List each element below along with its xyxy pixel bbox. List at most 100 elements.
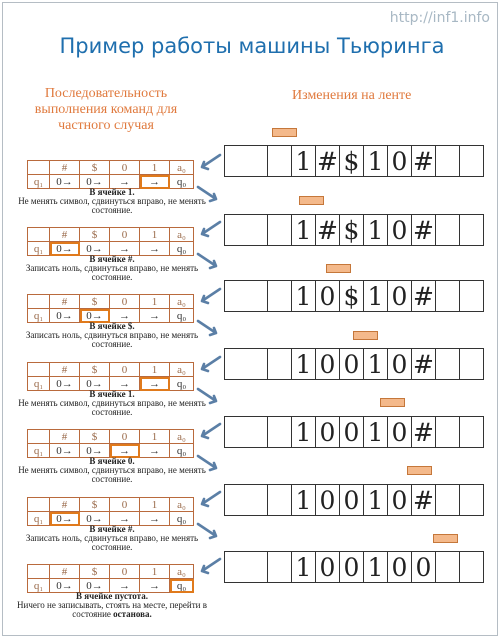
arrow-down-left-icon	[194, 556, 222, 580]
table-header-cell: $	[79, 227, 110, 242]
command-cell: →	[139, 511, 170, 526]
step-note-text: Не менять символ, сдвинуться вправо, не …	[18, 465, 206, 484]
tape-cell	[459, 280, 484, 312]
tape-cell: 1	[363, 551, 388, 583]
step-note-title: В ячейке #.	[89, 524, 135, 534]
tape-cell: 0	[315, 348, 340, 380]
tape-cell-blank	[267, 551, 292, 583]
tape-cell	[459, 551, 484, 583]
step-note-title: В ячейке 1.	[89, 187, 135, 197]
left-heading: Последовательность выполнения команд для…	[34, 86, 178, 133]
step-note: В ячейке #.Записать ноль, сдвинуться впр…	[14, 255, 210, 282]
state-label: q₁	[27, 174, 50, 189]
command-cell: →	[109, 511, 140, 526]
tape-cell-blank	[224, 416, 268, 448]
table-header-cell: $	[79, 429, 110, 444]
tape-cell: 1	[291, 484, 316, 516]
tape-head-marker	[407, 466, 432, 475]
table-header-cell: 0	[109, 294, 140, 309]
tape-cell: #	[315, 214, 340, 246]
tape-cell: 0	[387, 280, 412, 312]
step-note-title: В ячейке пустота.	[76, 591, 148, 601]
state-label: q₁	[27, 511, 50, 526]
table-header-cell	[27, 160, 50, 175]
tape-cell: 0	[387, 145, 412, 177]
command-cell: 0→	[49, 241, 80, 256]
tape-cell-blank	[267, 348, 292, 380]
table-header-cell: $	[79, 362, 110, 377]
tape-cell: 1	[291, 551, 316, 583]
table-header-cell: 1	[139, 160, 170, 175]
tape-cell-blank	[267, 214, 292, 246]
tape-cell: 1	[363, 145, 388, 177]
step-note-text: Не менять символ, сдвинуться вправо, не …	[18, 196, 206, 215]
step-note-title: В ячейке 0.	[89, 456, 135, 466]
table-header-cell: #	[49, 294, 80, 309]
table-header-cell: a₀	[169, 497, 194, 512]
tape-cell: 1	[291, 214, 316, 246]
tape-cell	[435, 416, 460, 448]
table-header-cell: 1	[139, 429, 170, 444]
arrow-down-left-icon	[194, 354, 222, 378]
tape-head-marker	[272, 128, 297, 137]
command-cell: 0→	[49, 174, 80, 189]
command-cell: q₀	[169, 308, 194, 323]
tape-cell: 0	[339, 348, 364, 380]
table-header-cell: a₀	[169, 160, 194, 175]
tape-cell: 0	[339, 551, 364, 583]
command-cell: 0→	[49, 511, 80, 526]
tape-cell	[435, 484, 460, 516]
tape-cell-blank	[267, 416, 292, 448]
table-header-cell	[27, 294, 50, 309]
tape-cell: 0	[387, 214, 412, 246]
step-note-bold: останова.	[113, 609, 152, 619]
tape-cell: 0	[387, 484, 412, 516]
step-note-title: В ячейке 1.	[89, 389, 135, 399]
table-header-cell	[27, 564, 50, 579]
step-note-text: Записать ноль, сдвинуться вправо, не мен…	[25, 533, 199, 552]
step-note: В ячейке #.Записать ноль, сдвинуться впр…	[14, 525, 210, 552]
tape-cell: 0	[315, 551, 340, 583]
tape-head-marker	[299, 196, 324, 205]
tape-cell	[435, 551, 460, 583]
step-note: В ячейке пустота.Ничего не записывать, с…	[14, 592, 210, 619]
table-header-cell: 0	[109, 564, 140, 579]
site-url[interactable]: http://inf1.info	[389, 10, 490, 26]
table-header-cell: #	[49, 227, 80, 242]
tape-cell: #	[411, 416, 436, 448]
arrow-down-right-icon	[196, 521, 224, 545]
table-header-cell	[27, 227, 50, 242]
table-header-cell: 1	[139, 362, 170, 377]
step-note: В ячейке 1.Не менять символ, сдвинуться …	[14, 390, 210, 417]
arrow-down-left-icon	[194, 421, 222, 445]
tape-cell	[435, 348, 460, 380]
tape-cell: 1	[291, 280, 316, 312]
table-header-cell: $	[79, 294, 110, 309]
table-header-cell: a₀	[169, 362, 194, 377]
tape-cell-blank	[267, 484, 292, 516]
tape-head-marker	[353, 331, 378, 340]
table-header-cell: 0	[109, 497, 140, 512]
table-header-cell: #	[49, 362, 80, 377]
tape-cell	[459, 145, 484, 177]
table-header-cell: $	[79, 564, 110, 579]
tape-cell: #	[411, 280, 436, 312]
command-cell: q₀	[169, 443, 194, 458]
table-header-cell: $	[79, 160, 110, 175]
command-cell: q₀	[169, 578, 194, 593]
command-cell: 0→	[49, 308, 80, 323]
table-header-cell: a₀	[169, 564, 194, 579]
arrow-down-right-icon	[196, 184, 224, 208]
state-label: q₁	[27, 241, 50, 256]
table-header-cell: 1	[139, 294, 170, 309]
command-cell: 0→	[49, 443, 80, 458]
state-label: q₁	[27, 376, 50, 391]
